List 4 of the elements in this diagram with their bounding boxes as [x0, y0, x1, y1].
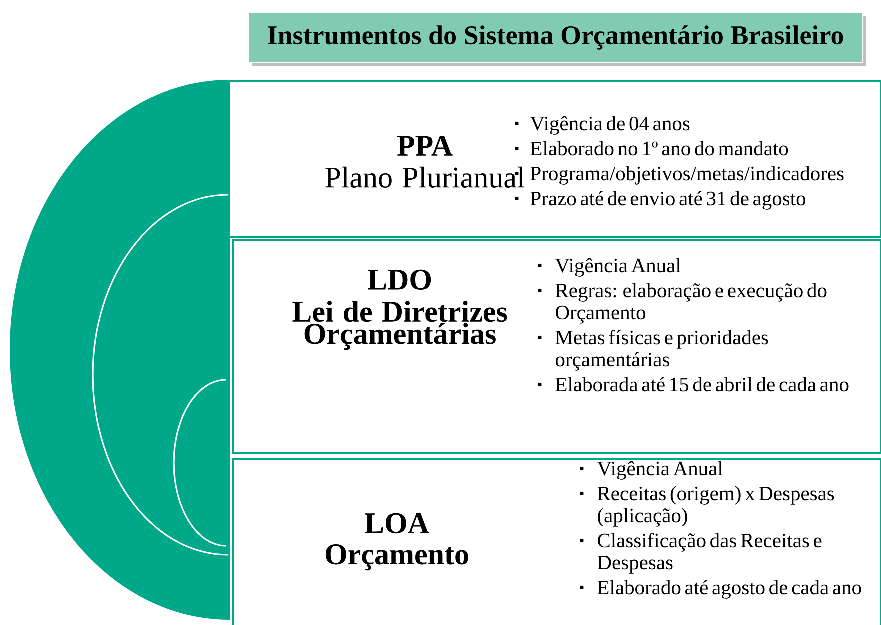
info-panel: PPA Plano Plurianual Vigência de 04 anos Elaborado no 1º ano do mandato Programa/objetivos/metas/indicadores Prazo até de envio até 31 de agosto [228, 80, 881, 238]
title-banner: Instrumentos do Sistema Orçamentário Brasileiro [248, 12, 866, 66]
info-panel: LDO Lei de Diretrizes Orçamentárias Vigência Anual Regras: elaboração e execução do Orçamento Metas físicas e prioridades orçamentárias Elaborada até 15 de abril de cada ano [232, 239, 881, 454]
info-panel: LOA Orçamento Vigência Anual Receitas (origem) x Despesas (aplicação) Classificação das Receitas e Despesas Elaborado até agosto de cada ano [232, 458, 881, 625]
